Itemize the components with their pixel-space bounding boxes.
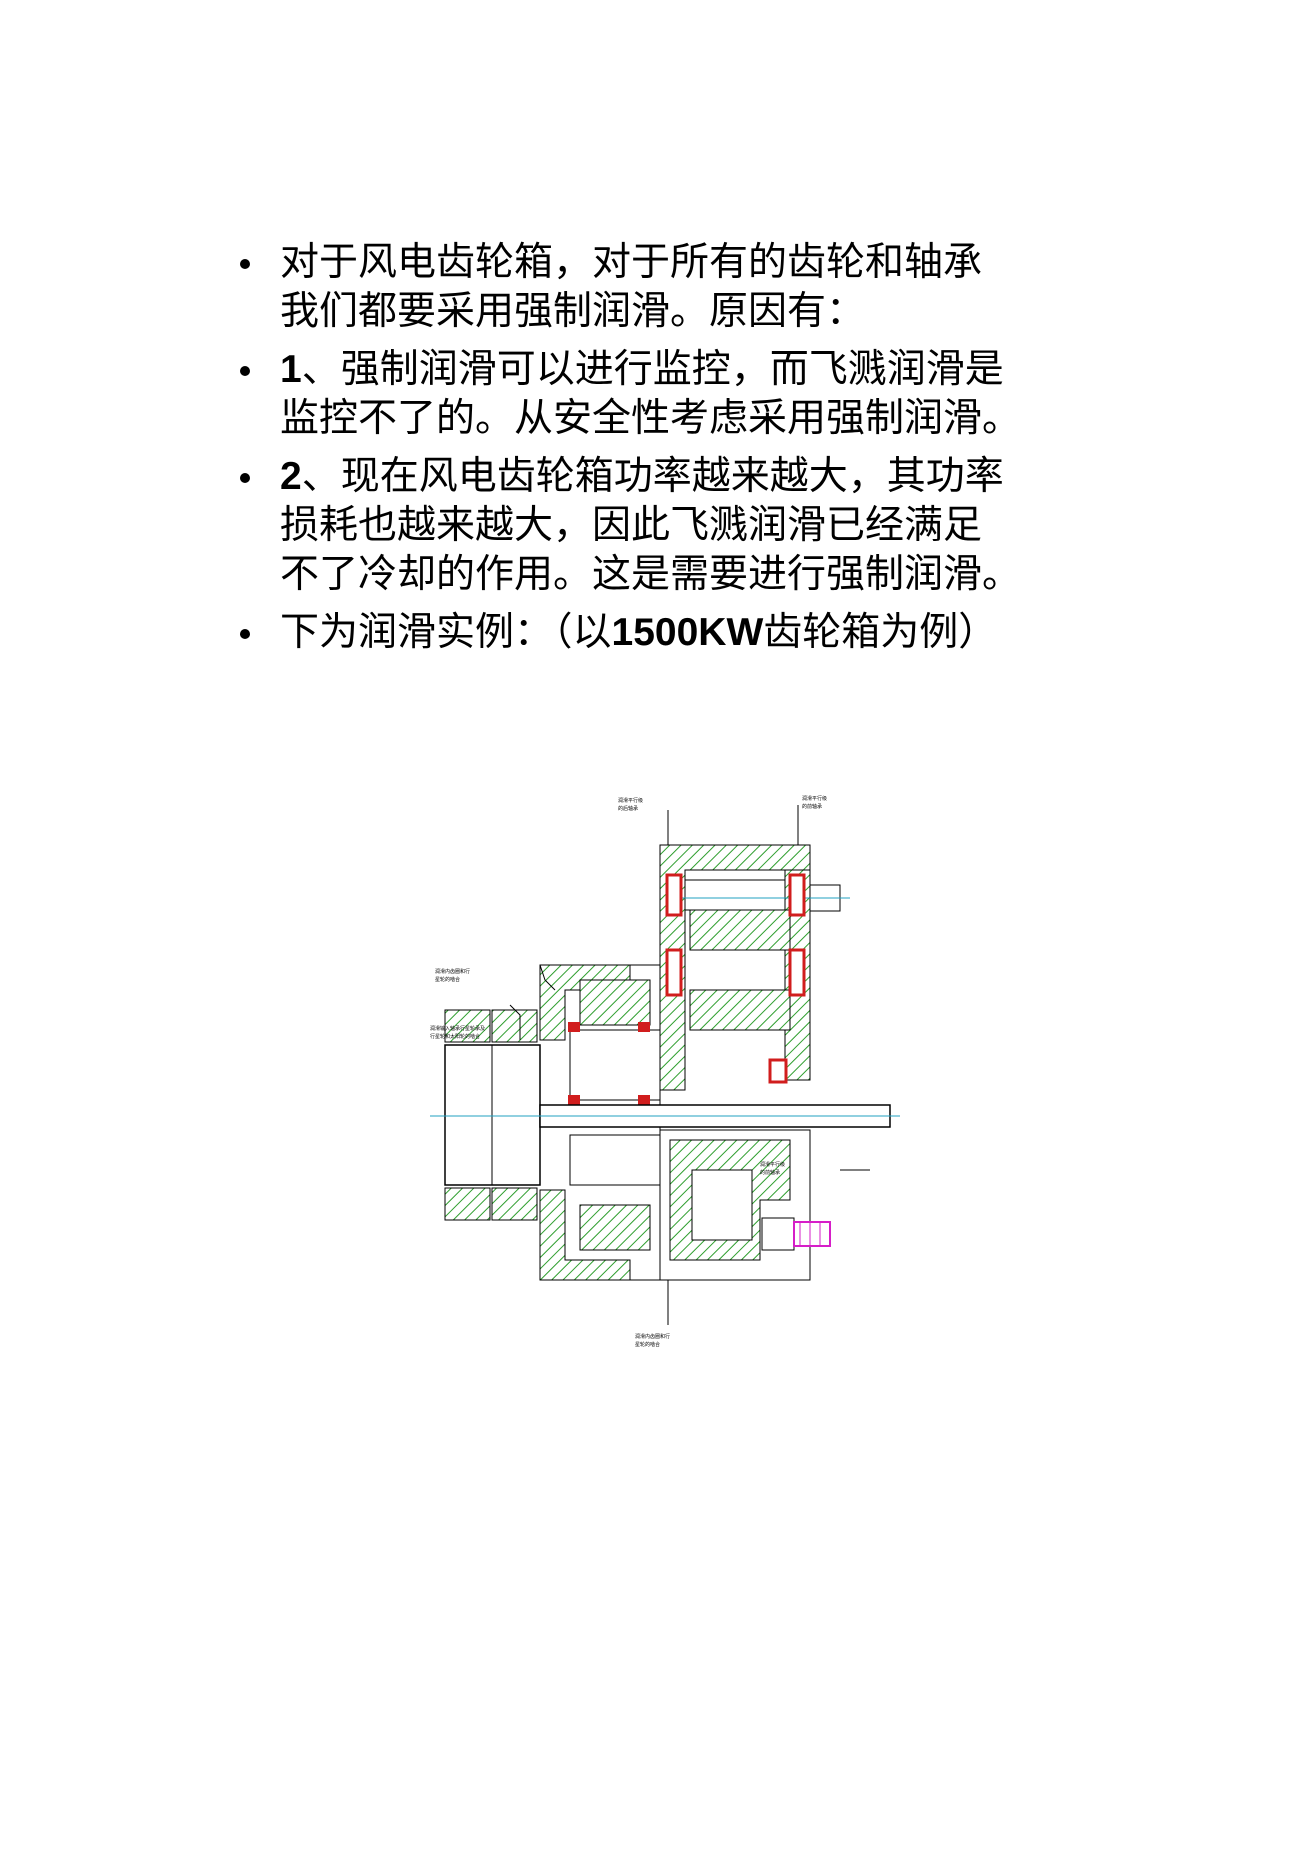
bullet-line: 不了冷却的作用。这是需要进行强制润滑。 <box>280 552 1022 597</box>
bullet-dot <box>240 629 250 639</box>
label-top-left-2: 的后轴承 <box>618 805 638 812</box>
bullet-dot <box>240 473 250 483</box>
example-pre: 下为润滑实例：（以 <box>280 610 612 655</box>
bullet-line: 监控不了的。从安全性考虑采用强制润滑。 <box>280 396 1022 441</box>
label-mid-left-2b: 行星轮和太阳轮的啮合 <box>430 1033 480 1040</box>
bullet-line: 1、强制润滑可以进行监控，而飞溅润滑是 <box>280 345 1098 394</box>
reason-text: 、强制润滑可以进行监控，而飞溅润滑是 <box>301 347 1004 392</box>
bullet-line: 对于风电齿轮箱，对于所有的齿轮和轴承 <box>280 240 983 285</box>
reason-text: 、现在风电齿轮箱功率越来越大，其功率 <box>301 454 1004 499</box>
main-shaft <box>430 1104 900 1128</box>
bullet-intro: 对于风电齿轮箱，对于所有的齿轮和轴承 我们都要采用强制润滑。原因有： <box>238 238 1098 336</box>
drawing-labels: 润滑平行级 的后轴承 润滑平行级 的前轴承 润滑内齿圈和行 星轮的啮合 润滑输入… <box>430 795 827 1348</box>
label-mid-left-1a: 润滑内齿圈和行 <box>435 968 470 975</box>
bullet-line: 下为润滑实例：（以1500KW齿轮箱为例） <box>280 608 1098 657</box>
example-post: 齿轮箱为例） <box>763 610 998 655</box>
bullet-line: 2、现在风电齿轮箱功率越来越大，其功率 <box>280 452 1098 501</box>
label-bottom-right-2: 的前轴承 <box>760 1169 780 1176</box>
bullet-reason-1: 1、强制润滑可以进行监控，而飞溅润滑是 监控不了的。从安全性考虑采用强制润滑。 <box>238 345 1098 443</box>
planetary-housing <box>539 964 661 1281</box>
label-top-right-2: 的前轴承 <box>802 803 822 810</box>
label-top-right-1: 润滑平行级 <box>802 795 827 802</box>
bullet-example: 下为润滑实例：（以1500KW齿轮箱为例） <box>238 608 1098 657</box>
example-power: 1500KW <box>611 611 764 654</box>
oil-lines <box>509 805 870 1325</box>
bullet-dot <box>240 366 250 376</box>
label-bottom-center-1: 润滑内齿圈和行 <box>635 1333 670 1340</box>
reason-number: 1 <box>280 348 302 391</box>
bullet-dot <box>240 259 250 269</box>
bullet-reason-2: 2、现在风电齿轮箱功率越来越大，其功率 损耗也越来越大，因此飞溅润滑已经满足 不… <box>238 452 1098 599</box>
parallel-housing <box>659 844 850 1281</box>
bullet-list: 对于风电齿轮箱，对于所有的齿轮和轴承 我们都要采用强制润滑。原因有： 1、强制润… <box>238 238 1098 666</box>
bullet-line: 我们都要采用强制润滑。原因有： <box>280 289 866 334</box>
label-top-left-1: 润滑平行级 <box>618 797 643 804</box>
label-bottom-right-1: 润滑平行级 <box>760 1161 785 1168</box>
reason-number: 2 <box>280 455 302 498</box>
label-mid-left-2a: 润滑输入轴承行星轮承及 <box>430 1025 485 1032</box>
oil-pump <box>761 1217 831 1251</box>
label-bottom-center-2: 星轮的啮合 <box>635 1341 660 1348</box>
input-hub <box>444 1009 541 1221</box>
bullet-line: 损耗也越来越大，因此飞溅润滑已经满足 <box>280 503 983 548</box>
label-mid-left-1b: 星轮的啮合 <box>435 976 460 983</box>
gearbox-lubrication-drawing: 润滑平行级 的后轴承 润滑平行级 的前轴承 润滑内齿圈和行 星轮的啮合 润滑输入… <box>430 795 900 1348</box>
